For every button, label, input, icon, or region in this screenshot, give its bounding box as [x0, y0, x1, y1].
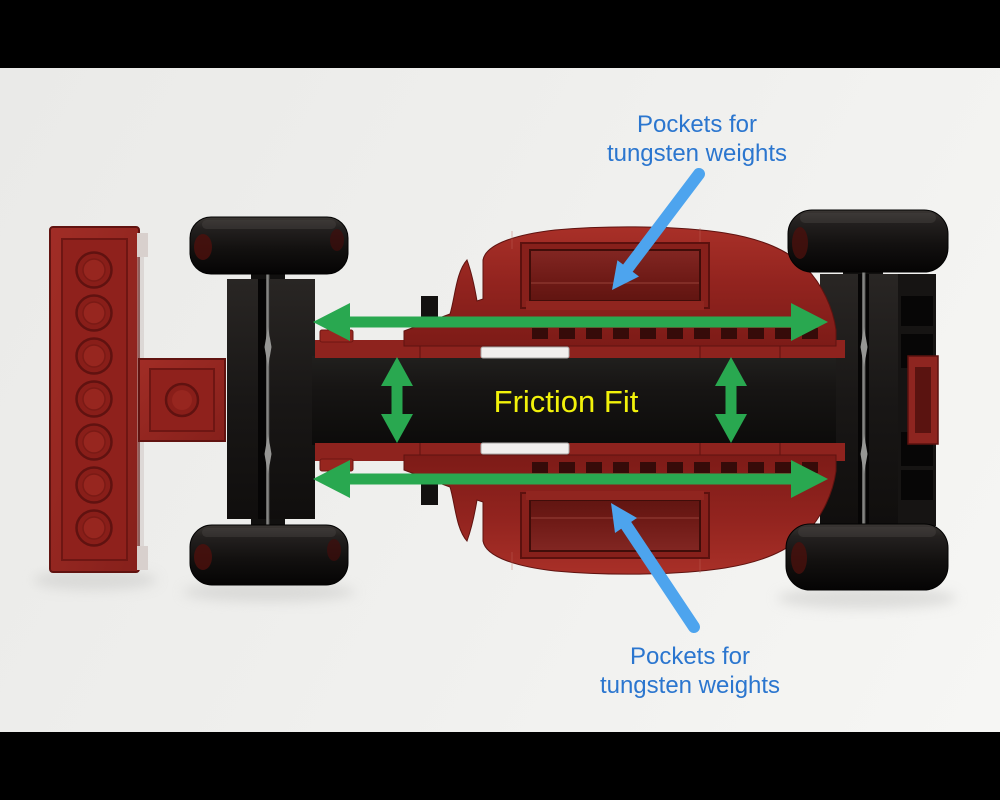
- pocket-arrow-top: [612, 168, 705, 290]
- label-friction-fit: Friction Fit: [494, 384, 639, 419]
- label-pockets-top-line2: tungsten weights: [607, 140, 787, 167]
- wheel-hub-glint: [791, 542, 807, 574]
- stud-shadow-row: [532, 328, 818, 339]
- wheel-rear-bottom-highlight: [798, 527, 936, 537]
- pocket-arrow-bottom: [611, 503, 700, 633]
- wheel-hub-glint: [194, 234, 212, 260]
- letterbox-bottom: [0, 732, 1000, 800]
- front-axle-block: [227, 279, 315, 519]
- pocket-arrow-top-head: [612, 260, 639, 290]
- rear-block-notch: [901, 470, 933, 500]
- labels: Pockets for tungsten weights Friction Fi…: [494, 111, 787, 699]
- front-wing-connector-stud-inner: [172, 390, 192, 410]
- friction-fit-arrows: [313, 303, 828, 498]
- white-tab-top: [480, 346, 570, 359]
- rear-axle-shaft: [862, 232, 866, 568]
- front-axle-shaft: [266, 236, 270, 566]
- wheel-front-bottom: [189, 524, 349, 586]
- pocket-arrow-bottom-shaft: [620, 519, 700, 633]
- label-pockets-bottom-line2: tungsten weights: [600, 672, 780, 699]
- front-wing-clip-bottom: [137, 546, 148, 570]
- wheel-front-top: [189, 216, 349, 275]
- front-wing-clip-top: [137, 233, 148, 257]
- tungsten-pocket: [529, 249, 701, 302]
- rear-block-notch: [901, 296, 933, 326]
- arrow-span-bottom: [313, 460, 828, 498]
- wheel-rear-top: [787, 209, 949, 273]
- render-canvas: Pockets for tungsten weights Friction Fi…: [0, 68, 1000, 732]
- label-pockets-bottom-line1: Pockets for: [630, 643, 750, 670]
- front-axle-pin-top: [264, 327, 272, 367]
- front-wing: [49, 226, 226, 573]
- wheel-front-bottom-highlight: [202, 528, 336, 537]
- wheel-hub-glint: [327, 539, 341, 561]
- white-tab-bottom: [480, 442, 570, 455]
- rear-red-bracket-inner: [915, 367, 931, 433]
- rear-axle-pin-bottom: [860, 434, 868, 474]
- pocket-sill: [526, 301, 704, 310]
- front-wing-studs: [75, 251, 113, 547]
- floor-shadows: [33, 570, 957, 609]
- body-pontoon-top: [315, 226, 845, 358]
- arrow-span-top: [313, 303, 828, 341]
- front-axle-pin-bottom: [264, 434, 272, 474]
- wheel-rear-top-highlight: [800, 213, 936, 223]
- body-pontoon-bottom: [314, 442, 846, 576]
- wheel-hub-glint: [330, 229, 344, 251]
- pocket-arrow-top-shaft: [622, 168, 705, 274]
- label-pockets-top-line1: Pockets for: [637, 111, 757, 138]
- front-axle-assembly: [227, 236, 315, 566]
- wheel-rear-bottom: [785, 523, 949, 591]
- wheel-hub-glint: [194, 544, 212, 570]
- lego-car-top-view: Pockets for tungsten weights Friction Fi…: [33, 111, 957, 699]
- pocket-arrow-bottom-head: [611, 503, 637, 533]
- rear-axle-assembly: [820, 232, 939, 568]
- wheel-hub-glint: [792, 227, 808, 259]
- rear-axle-pin-top: [860, 327, 868, 367]
- wheels: [189, 209, 949, 591]
- letterbox-top: [0, 0, 1000, 68]
- pocket-arrows: [611, 168, 705, 633]
- arrow-vertical-left: [381, 357, 413, 443]
- wheel-front-top-highlight: [202, 220, 336, 229]
